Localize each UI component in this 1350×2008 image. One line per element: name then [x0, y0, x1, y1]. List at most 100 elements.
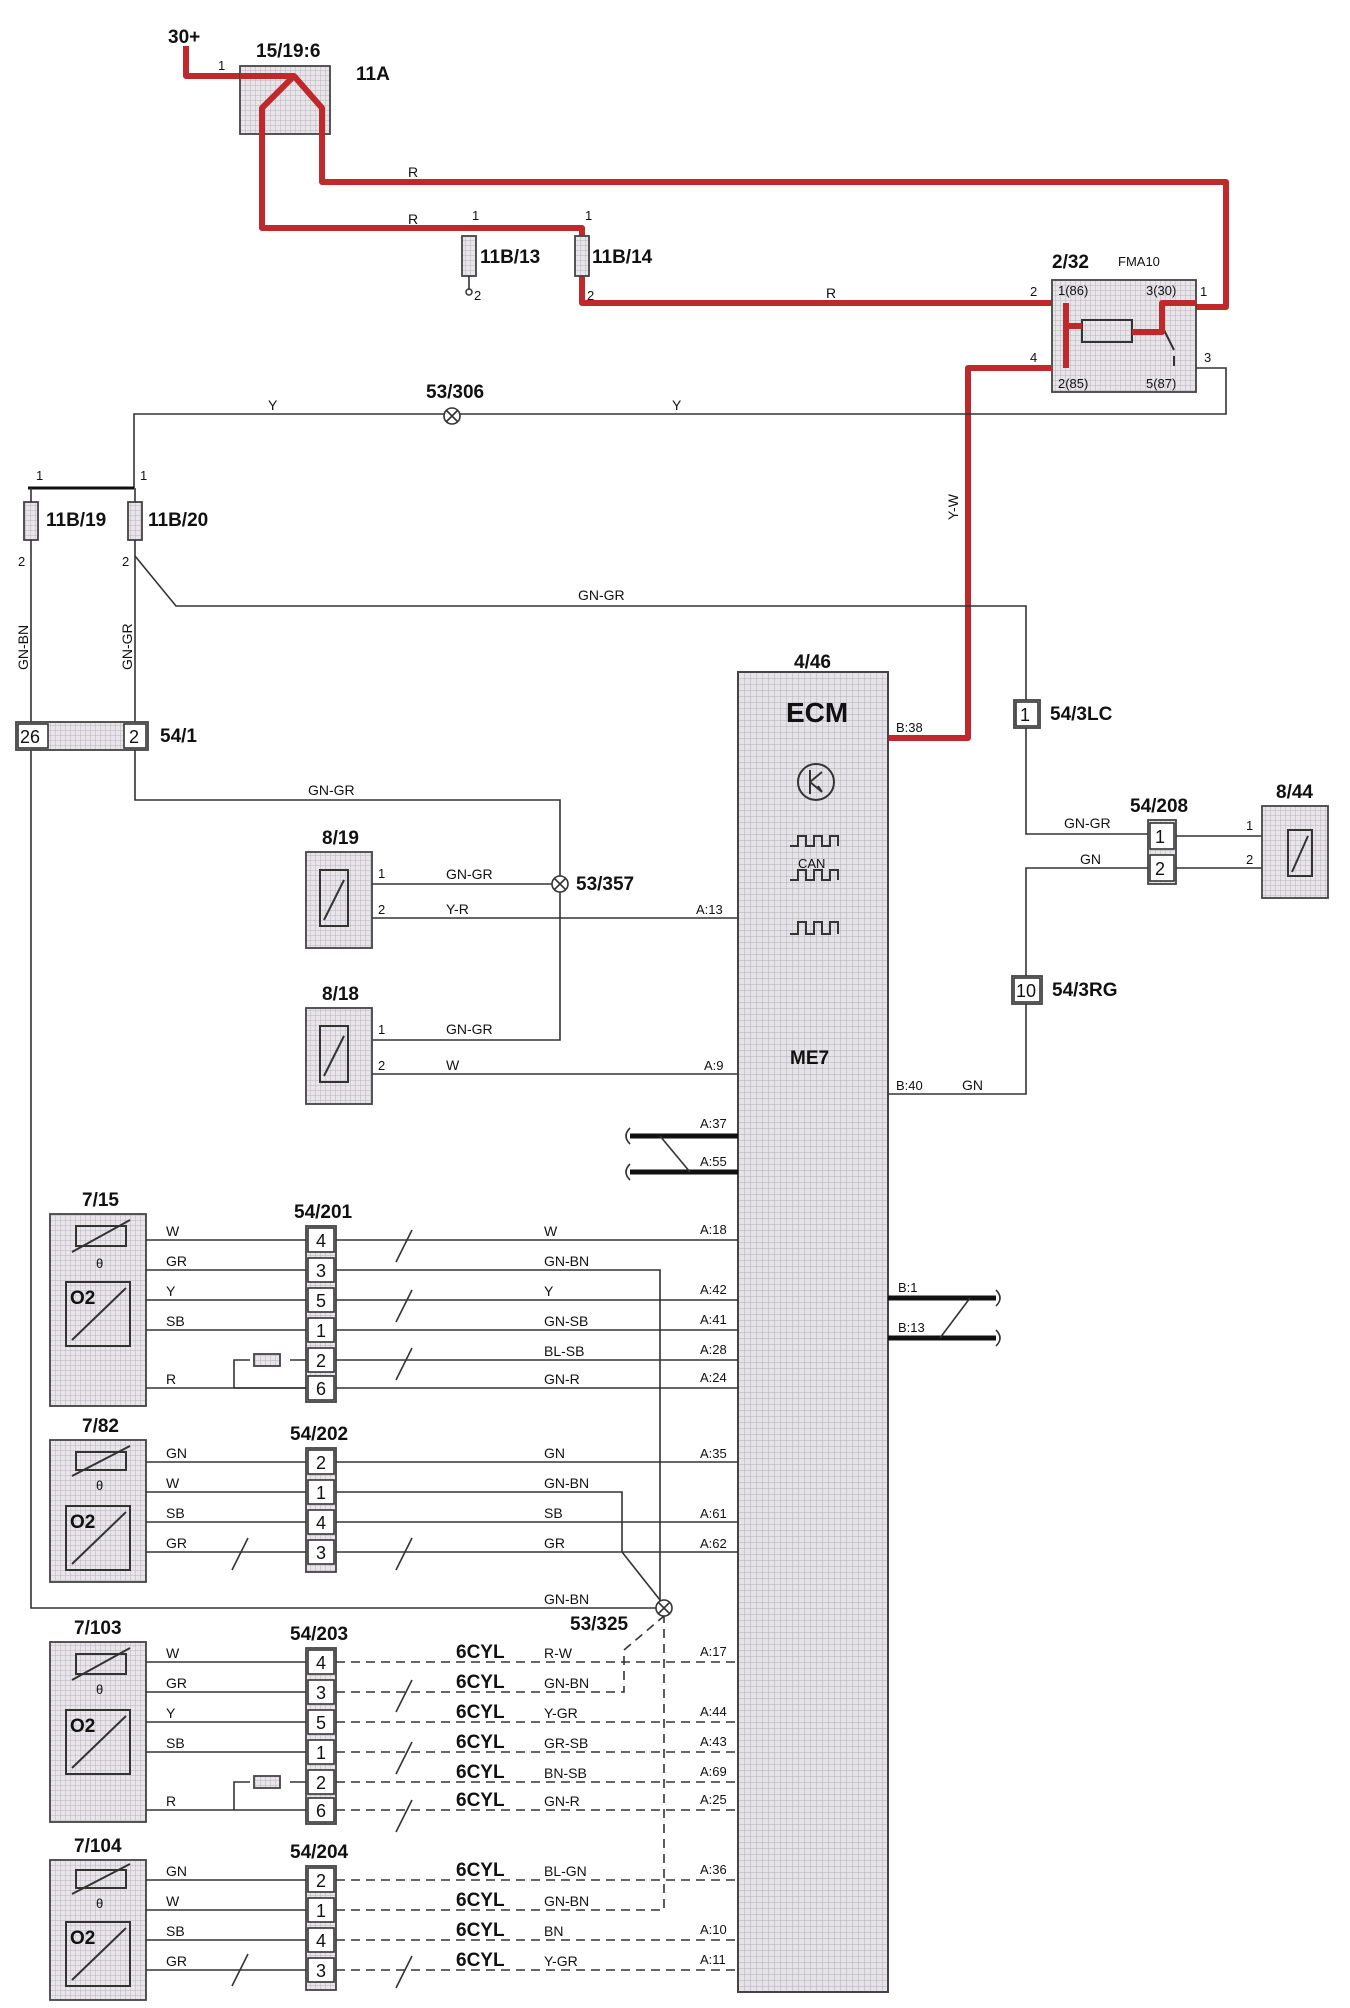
component-8-19 [305, 851, 373, 949]
svg-text:3: 3 [316, 1683, 326, 1703]
svg-text:O2: O2 [70, 1512, 95, 1533]
svg-text:2: 2 [316, 1453, 326, 1473]
svg-text:R: R [166, 1371, 176, 1387]
svg-text:A:42: A:42 [700, 1282, 727, 1297]
component-8-18-label: 8/18 [322, 984, 359, 1005]
connector-54-204-label: 54/204 [290, 1842, 349, 1863]
svg-text:B:40: B:40 [896, 1078, 923, 1093]
sensor-7-15-label: 7/15 [82, 1190, 119, 1211]
svg-text:1: 1 [140, 468, 147, 483]
svg-text:A:13: A:13 [696, 902, 723, 917]
svg-text:A:24: A:24 [700, 1370, 727, 1385]
svg-text:6CYL: 6CYL [456, 1702, 505, 1723]
svg-text:GR: GR [166, 1535, 187, 1551]
fuse-11b20-label: 11B/20 [148, 510, 208, 531]
svg-text:SB: SB [166, 1735, 185, 1751]
svg-text:A:62: A:62 [700, 1536, 727, 1551]
svg-text:GN-BN: GN-BN [544, 1475, 589, 1491]
svg-text:2(85): 2(85) [1058, 376, 1088, 391]
o2-sensor-icon [65, 1505, 131, 1571]
svg-text:GN: GN [962, 1077, 983, 1093]
svg-text:GN-GR: GN-GR [446, 866, 493, 882]
fuse-11b14 [574, 235, 590, 277]
svg-text:5: 5 [316, 1713, 326, 1733]
fuse-11b14-label: 11B/14 [592, 247, 653, 268]
svg-text:3(30): 3(30) [1146, 283, 1176, 298]
svg-text:θ: θ [96, 1256, 103, 1271]
component-8-19-label: 8/19 [322, 828, 359, 849]
svg-text:W: W [166, 1893, 180, 1909]
connector-54-3lc-label: 54/3LC [1050, 704, 1113, 725]
wire-yw [888, 365, 1052, 741]
svg-text:A:17: A:17 [700, 1644, 727, 1659]
svg-text:2: 2 [122, 554, 129, 569]
svg-text:GR-SB: GR-SB [544, 1735, 588, 1751]
svg-text:6CYL: 6CYL [456, 1950, 505, 1971]
power-bus-r-fuses [259, 73, 1052, 306]
supply-wire [183, 46, 240, 79]
svg-text:5: 5 [316, 1291, 326, 1311]
switch-8-18-icon [319, 1025, 349, 1083]
svg-text:O2: O2 [70, 1928, 95, 1949]
svg-text:A:36: A:36 [700, 1862, 727, 1877]
svg-text:W: W [446, 1057, 460, 1073]
svg-text:R-W: R-W [544, 1645, 573, 1661]
o2-sensor-icon [65, 1709, 131, 1775]
svg-text:O2: O2 [70, 1288, 95, 1309]
svg-text:3: 3 [1204, 350, 1211, 365]
svg-text:2: 2 [1155, 859, 1165, 879]
ecm-id: 4/46 [794, 652, 831, 673]
svg-text:2: 2 [129, 727, 139, 747]
svg-text:Y: Y [268, 397, 278, 413]
svg-text:1: 1 [316, 1743, 326, 1763]
svg-text:1: 1 [472, 208, 479, 223]
relay-id: 2/32 [1052, 252, 1089, 273]
can-wave-icon [790, 835, 839, 881]
svg-text:GN-R: GN-R [544, 1793, 580, 1809]
svg-text:A:11: A:11 [700, 1952, 726, 1967]
connector-54-1-label: 54/1 [160, 726, 197, 747]
fuse-11b19 [23, 501, 39, 541]
svg-text:6CYL: 6CYL [456, 1732, 505, 1753]
sensor-7-82-label: 7/82 [82, 1416, 119, 1437]
svg-text:2: 2 [316, 1351, 326, 1371]
svg-text:6: 6 [316, 1801, 326, 1821]
svg-text:6: 6 [316, 1379, 326, 1399]
svg-text:A:10: A:10 [700, 1922, 727, 1937]
svg-text:GR: GR [166, 1953, 187, 1969]
svg-text:GN-BN: GN-BN [544, 1253, 589, 1269]
svg-text:3: 3 [316, 1543, 326, 1563]
wire-yw-label: Y-W [945, 493, 961, 520]
svg-text:Y: Y [166, 1705, 176, 1721]
svg-text:2: 2 [378, 902, 385, 917]
svg-text:Y: Y [672, 397, 682, 413]
svg-text:SB: SB [544, 1505, 563, 1521]
relay-type: FMA10 [1118, 254, 1160, 269]
svg-text:GR: GR [544, 1535, 565, 1551]
svg-text:B:38: B:38 [896, 720, 923, 735]
svg-text:GN-GR: GN-GR [1064, 815, 1111, 831]
svg-text:GN-GR: GN-GR [578, 587, 625, 603]
svg-text:Y: Y [166, 1283, 176, 1299]
sensor-7-15 [49, 1213, 147, 1407]
svg-text:A:69: A:69 [700, 1764, 727, 1779]
svg-text:3: 3 [316, 1961, 326, 1981]
svg-text:1: 1 [1200, 284, 1207, 299]
svg-text:BN-SB: BN-SB [544, 1765, 587, 1781]
svg-text:BN: BN [544, 1923, 563, 1939]
svg-text:GN: GN [1080, 851, 1101, 867]
svg-text:6CYL: 6CYL [456, 1642, 505, 1663]
svg-text:6CYL: 6CYL [456, 1890, 505, 1911]
svg-text:6CYL: 6CYL [456, 1920, 505, 1941]
svg-text:1: 1 [316, 1483, 326, 1503]
svg-text:4: 4 [316, 1931, 326, 1951]
svg-text:B:13: B:13 [898, 1320, 925, 1335]
svg-text:W: W [166, 1645, 180, 1661]
svg-text:1: 1 [378, 866, 385, 881]
component-8-44 [1261, 805, 1329, 899]
supply-label: 30+ [168, 27, 200, 48]
svg-text:GR: GR [166, 1675, 187, 1691]
transistor-icon [797, 763, 835, 801]
svg-text:1: 1 [316, 1321, 326, 1341]
svg-text:2: 2 [1246, 852, 1253, 867]
